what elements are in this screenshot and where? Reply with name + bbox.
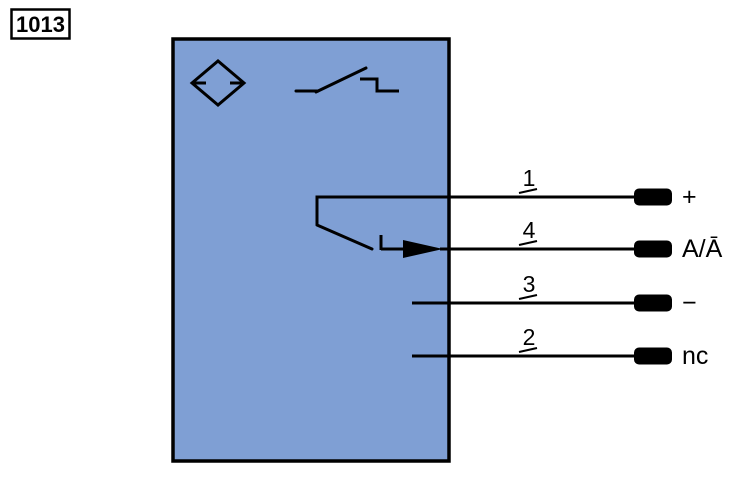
wire-1-terminal-label: + [682,183,697,211]
wire-1-terminal [634,188,672,206]
wire-4-number-tick [518,240,538,246]
wire-4-number: 4 [523,217,536,243]
wire-2-number: 2 [523,324,536,350]
wire-4: 4 A/Ā [440,217,723,263]
wire-2-terminal-label: nc [682,342,708,370]
switch-output-arrow-icon [315,195,449,258]
diagram-number-badge: 1013 [10,8,71,40]
wire-1-number-tick [518,188,538,194]
wire-3-terminal [634,294,672,312]
normally-open-switch-icon [294,66,399,94]
wire-1-number: 1 [523,165,536,191]
badge-label: 1013 [16,12,65,37]
wire-3: 3 − [412,271,697,317]
badge-frame [10,8,71,40]
wire-4-terminal [634,240,672,258]
wire-2-number-tick [518,347,538,353]
wire-2-terminal [634,347,672,365]
wire-4-terminal-label: A/Ā [682,235,723,263]
wire-1: 1 + [449,165,697,211]
wire-2: 2 nc [412,324,708,370]
proximity-sensor-diamond-icon [189,59,247,107]
wire-3-number: 3 [523,271,536,297]
wire-3-terminal-label: − [682,289,697,317]
wire-3-number-tick [518,294,538,300]
output-arrowhead [403,240,443,258]
